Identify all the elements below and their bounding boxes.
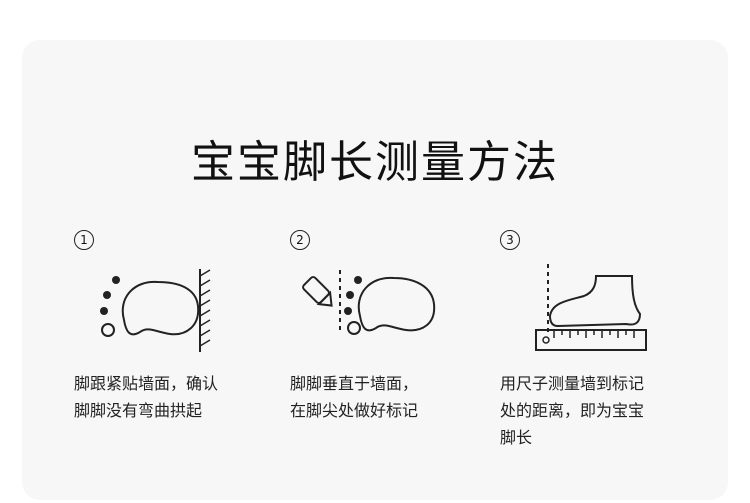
step-1-line-1: 脚跟紧贴墙面，确认 [74,370,218,397]
step-1-description: 脚跟紧贴墙面，确认 脚脚没有弯曲拱起 [74,370,218,424]
step-2-line-2: 在脚尖处做好标记 [290,397,418,424]
step-3-line-3: 脚长 [500,424,644,451]
page-title: 宝宝脚长测量方法 [0,126,750,190]
step-1-line-2: 脚脚没有弯曲拱起 [74,397,218,424]
step-3-line-2: 处的距离，即为宝宝 [500,397,644,424]
ruler-foot-side-icon [500,244,680,364]
step-2-description: 脚脚垂直于墙面， 在脚尖处做好标记 [290,370,418,424]
step-3-line-1: 用尺子测量墙到标记 [500,370,644,397]
foot-against-wall-icon [74,244,254,364]
step-2-line-1: 脚脚垂直于墙面， [290,370,418,397]
step-3-description: 用尺子测量墙到标记 处的距离，即为宝宝 脚长 [500,370,644,451]
foot-with-pencil-mark-icon [290,244,470,364]
